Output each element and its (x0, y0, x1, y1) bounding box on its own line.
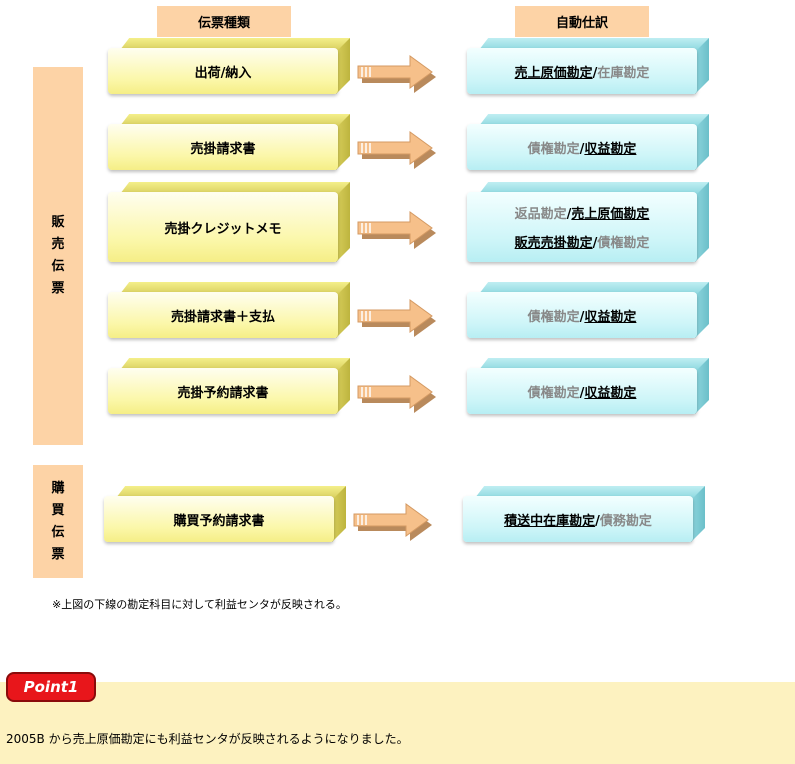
journal-box: 債権勘定/収益勘定 (467, 358, 709, 414)
journal-box-face: 債権勘定/収益勘定 (467, 368, 697, 414)
separator: / (592, 236, 598, 251)
sales-label-char: 票 (51, 281, 65, 296)
point-text: 2005B から売上原価勘定にも利益センタが反映されるようになりました。 (6, 732, 409, 746)
account-name: 債務勘定 (599, 513, 652, 529)
account-name: 在庫勘定 (597, 65, 650, 81)
journal-box-face: 返品勘定/売上原価勘定販売売掛勘定/債権勘定 (467, 192, 697, 262)
journal-box: 債権勘定/収益勘定 (467, 114, 709, 170)
journal-entry: 積送中在庫勘定/債務勘定 (504, 510, 652, 529)
separator: / (579, 309, 585, 325)
sales-label-char: 販 (51, 215, 65, 230)
journal-box: 債権勘定/収益勘定 (467, 282, 709, 338)
journal-box: 返品勘定/売上原価勘定販売売掛勘定/債権勘定 (467, 182, 709, 262)
voucher-box-face: 出荷/納入 (108, 48, 338, 94)
journal-box-face: 債権勘定/収益勘定 (467, 292, 697, 338)
purchase-label-char: 伝 (51, 524, 65, 540)
voucher-label: 売掛請求書＋支払 (170, 309, 275, 325)
purchase-voucher-label: 購 買 伝 票 (33, 465, 83, 578)
journal-entry: 販売売掛勘定/債権勘定 (515, 232, 650, 251)
voucher-label: 売掛クレジットメモ (164, 221, 282, 237)
flow-arrow-icon (353, 503, 432, 541)
voucher-box-face: 売掛請求書 (108, 124, 338, 170)
journal-entry: 債権勘定/収益勘定 (528, 306, 637, 325)
journal-box-face: 売上原価勘定/在庫勘定 (467, 48, 697, 94)
account-name: 債権勘定 (527, 141, 580, 157)
journal-entry: 債権勘定/収益勘定 (528, 382, 637, 401)
voucher-box-face: 売掛クレジットメモ (108, 192, 338, 262)
auto-journal-header: 自動仕訳 (515, 6, 649, 37)
flow-arrow-icon (357, 211, 436, 249)
separator: / (579, 385, 585, 401)
purchase-label-char: 購 (51, 480, 65, 496)
account-name: 返品勘定 (514, 207, 567, 222)
flow-arrow-icon (357, 299, 436, 337)
voucher-label: 購買予約請求書 (173, 513, 265, 529)
flow-arrow-icon (357, 375, 436, 413)
voucher-box: 売掛請求書＋支払 (108, 282, 350, 338)
purchase-label-char: 買 (51, 502, 65, 518)
journal-box-face: 債権勘定/収益勘定 (467, 124, 697, 170)
voucher-box: 売掛クレジットメモ (108, 182, 350, 262)
separator: / (595, 513, 600, 529)
account-name: 積送中在庫勘定 (504, 513, 596, 529)
account-name: 販売売掛勘定 (514, 236, 593, 251)
account-name: 収益勘定 (584, 141, 637, 157)
voucher-type-header: 伝票種類 (157, 6, 291, 37)
underline-note: ※上図の下線の勘定科目に対して利益センタが反映される。 (52, 598, 347, 611)
account-name: 収益勘定 (584, 385, 637, 401)
point-section (0, 682, 795, 764)
purchase-label-char: 票 (51, 546, 65, 562)
voucher-box-face: 売掛請求書＋支払 (108, 292, 338, 338)
account-name: 売上原価勘定 (514, 65, 593, 81)
journal-entry: 返品勘定/売上原価勘定 (515, 203, 650, 222)
sales-label-char: 伝 (51, 259, 65, 274)
journal-box: 積送中在庫勘定/債務勘定 (463, 486, 705, 542)
point-badge: Point1 (6, 672, 96, 702)
journal-entry: 債権勘定/収益勘定 (528, 138, 637, 157)
voucher-box: 売掛予約請求書 (108, 358, 350, 414)
voucher-box-face: 購買予約請求書 (104, 496, 334, 542)
flow-arrow-icon (357, 55, 436, 93)
voucher-label: 出荷/納入 (194, 65, 252, 81)
sales-voucher-label: 販 売 伝 票 (33, 67, 83, 445)
account-name: 売上原価勘定 (571, 207, 650, 222)
account-name: 債権勘定 (527, 385, 580, 401)
voucher-box: 売掛請求書 (108, 114, 350, 170)
voucher-box-face: 売掛予約請求書 (108, 368, 338, 414)
journal-entry: 売上原価勘定/在庫勘定 (515, 62, 650, 81)
flow-arrow-icon (357, 131, 436, 169)
voucher-label: 売掛請求書 (190, 141, 256, 157)
sales-label-char: 売 (51, 237, 65, 252)
account-name: 債権勘定 (597, 236, 650, 251)
journal-box-face: 積送中在庫勘定/債務勘定 (463, 496, 693, 542)
voucher-label: 売掛予約請求書 (177, 385, 269, 401)
journal-box: 売上原価勘定/在庫勘定 (467, 38, 709, 94)
separator: / (579, 141, 585, 157)
separator: / (592, 65, 598, 81)
account-name: 収益勘定 (584, 309, 637, 325)
voucher-box: 出荷/納入 (108, 38, 350, 94)
separator: / (566, 207, 572, 222)
account-name: 債権勘定 (527, 309, 580, 325)
voucher-box: 購買予約請求書 (104, 486, 346, 542)
